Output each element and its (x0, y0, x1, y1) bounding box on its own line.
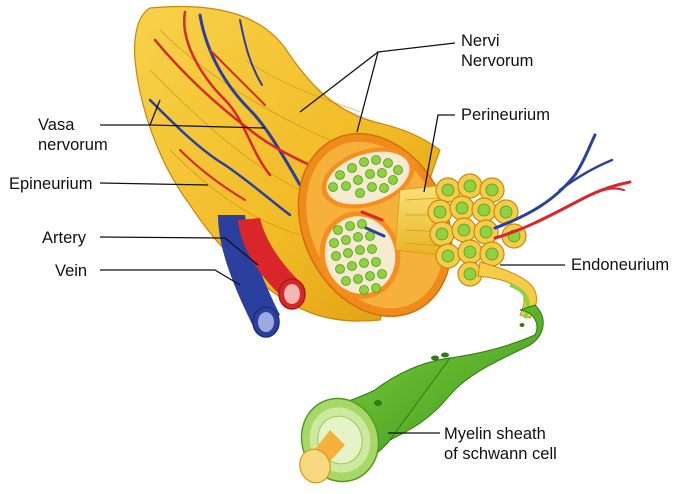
label-vasa-nervorum-line1: Vasa (38, 116, 75, 134)
label-vein: Vein (55, 262, 88, 280)
single-fibre (477, 261, 537, 319)
axons-lower (329, 219, 387, 295)
label-nervi-nervorum: Nervi Nervorum (461, 31, 533, 71)
myelin-sheath (299, 304, 544, 484)
leader-vein (100, 269, 241, 286)
artery-tube (238, 218, 306, 310)
leader-vasa-nervorum (100, 99, 266, 129)
label-nervi-nervorum-line2: Nervorum (461, 52, 534, 70)
label-nervi-nervorum-line1: Nervi (461, 32, 500, 50)
endoneurium-fibres (427, 173, 527, 287)
label-myelin-sheath: Myelin sheath of schwann cell (444, 424, 557, 464)
label-perineurium: Perineurium (461, 106, 550, 124)
nerve-cross-section (297, 132, 453, 318)
leader-artery (99, 236, 259, 266)
label-vasa-nervorum: Vasa nervorum (38, 115, 108, 155)
leader-perineurium (423, 114, 455, 193)
leader-lines (99, 42, 565, 434)
label-endoneurium: Endoneurium (571, 256, 670, 274)
label-epineurium: Epineurium (9, 175, 93, 193)
exiting-vessels (493, 133, 632, 240)
label-myelin-sheath-line1: Myelin sheath (444, 425, 546, 443)
axons-upper (328, 155, 403, 198)
label-vasa-nervorum-line2: nervorum (38, 136, 108, 154)
leader-epineurium (99, 182, 209, 186)
vasa-nervorum-vessels (148, 10, 322, 217)
label-myelin-sheath-line2: of schwann cell (444, 445, 557, 463)
label-artery: Artery (42, 229, 87, 247)
leader-nervi-nervorum (299, 42, 456, 133)
vein-tube (218, 215, 280, 338)
